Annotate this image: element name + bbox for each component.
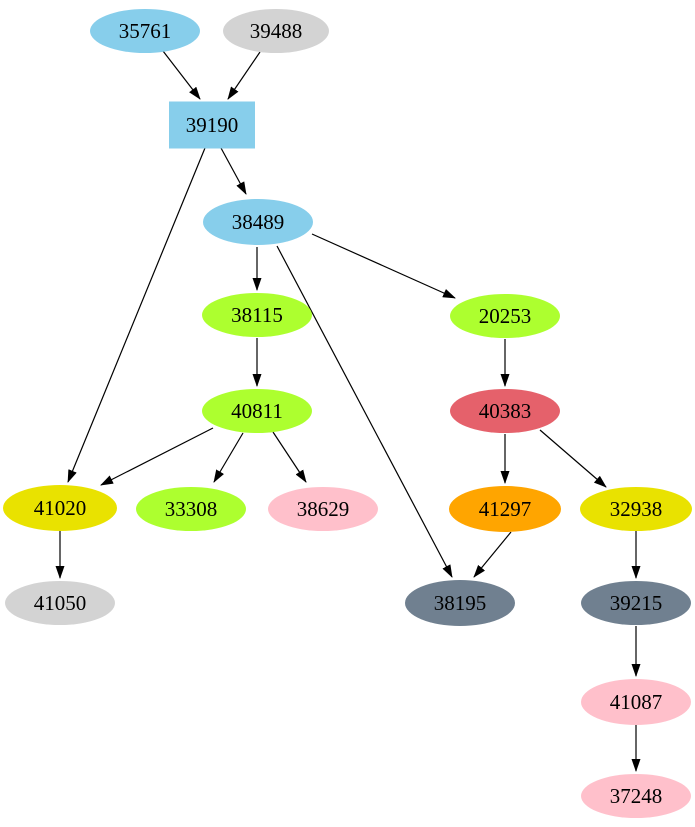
node-ellipse-shape: [3, 485, 117, 531]
node-label: 39190: [186, 113, 239, 137]
edge-39190-38489: [220, 147, 247, 195]
node-label: 37248: [610, 784, 663, 808]
node-label: 40383: [479, 399, 532, 423]
edges-layer: [55, 50, 641, 772]
node-41297: 41297: [449, 486, 561, 532]
node-ellipse-shape: [203, 199, 313, 245]
edge-40811-41020: [100, 427, 214, 486]
node-label: 38115: [231, 303, 283, 327]
node-label: 38195: [434, 591, 487, 615]
node-label: 35761: [119, 19, 172, 43]
node-41020: 41020: [3, 485, 117, 531]
node-20253: 20253: [450, 294, 560, 338]
edge-40383-32938: [539, 429, 607, 488]
node-38195: 38195: [405, 580, 515, 626]
node-33308: 33308: [136, 487, 246, 531]
edge-38489-20253: [311, 233, 456, 299]
node-38629: 38629: [268, 487, 378, 531]
node-41087: 41087: [581, 679, 691, 725]
node-37248: 37248: [581, 774, 691, 818]
edge-41297-38195: [473, 531, 512, 578]
node-39488: 39488: [223, 9, 329, 53]
node-label: 40811: [231, 399, 283, 423]
edge-38489-38195: [276, 245, 453, 578]
node-35761: 35761: [90, 9, 200, 53]
node-ellipse-shape: [202, 293, 312, 337]
node-label: 32938: [610, 497, 663, 521]
node-40811: 40811: [202, 389, 312, 433]
node-ellipse-shape: [581, 774, 691, 818]
node-label: 39215: [610, 591, 663, 615]
node-label: 41087: [610, 690, 663, 714]
node-label: 39488: [250, 19, 303, 43]
node-ellipse-shape: [202, 389, 312, 433]
node-label: 38489: [232, 210, 285, 234]
node-ellipse-shape: [450, 294, 560, 338]
node-label: 41297: [479, 497, 532, 521]
node-ellipse-shape: [450, 389, 560, 433]
node-label: 20253: [479, 304, 532, 328]
node-ellipse-shape: [581, 581, 691, 625]
node-box-shape: [169, 101, 255, 149]
node-ellipse-shape: [580, 487, 692, 531]
node-ellipse-shape: [268, 487, 378, 531]
node-ellipse-shape: [136, 487, 246, 531]
edge-40811-33308: [213, 432, 244, 483]
node-label: 41020: [34, 496, 87, 520]
edge-39488-39190: [227, 51, 261, 100]
node-39190: 39190: [169, 101, 255, 149]
node-39215: 39215: [581, 581, 691, 625]
nodes-layer: 35761 39488 39190 38489 38115 20253 40811 40383…: [3, 9, 692, 818]
node-ellipse-shape: [5, 581, 115, 625]
node-ellipse-shape: [405, 580, 515, 626]
node-40383: 40383: [450, 389, 560, 433]
node-38115: 38115: [202, 293, 312, 337]
node-32938: 32938: [580, 487, 692, 531]
node-ellipse-shape: [449, 486, 561, 532]
node-label: 38629: [297, 497, 350, 521]
node-ellipse-shape: [581, 679, 691, 725]
node-41050: 41050: [5, 581, 115, 625]
node-label: 33308: [165, 497, 218, 521]
node-ellipse-shape: [223, 9, 329, 53]
node-38489: 38489: [203, 199, 313, 245]
node-ellipse-shape: [90, 9, 200, 53]
node-label: 41050: [34, 591, 87, 615]
edge-39190-41020: [67, 147, 206, 483]
edge-35761-39190: [162, 50, 201, 100]
edge-40811-38629: [272, 431, 307, 483]
